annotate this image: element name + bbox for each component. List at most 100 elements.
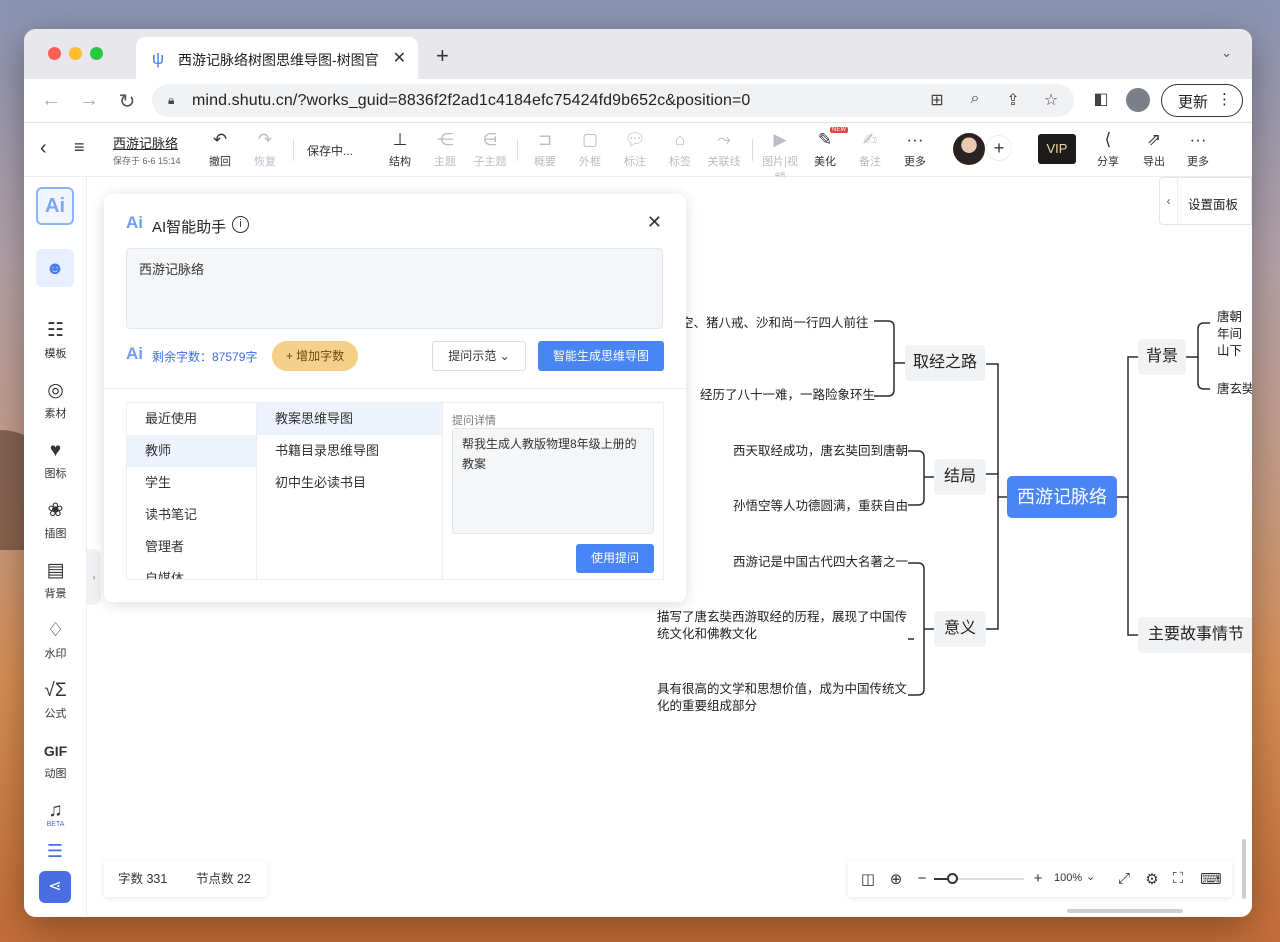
profile-avatar[interactable] — [1126, 88, 1150, 112]
beautify-button[interactable]: ✎美化 NEW — [805, 127, 848, 169]
fullscreen-icon[interactable]: ⛶ — [1172, 870, 1184, 887]
topic-node-main-plot[interactable]: 主要故事情节 — [1138, 617, 1252, 653]
summary-button[interactable]: ⊐概要 — [525, 129, 565, 169]
new-tab-button[interactable]: + — [436, 43, 449, 68]
leaf-node[interactable]: 唐朝年间山下 — [1217, 310, 1243, 358]
callout-button[interactable]: 💬︎标注 — [615, 129, 655, 169]
topic-node-significance[interactable]: 意义 — [934, 611, 986, 647]
subtopic-button[interactable]: ⋳子主题 — [470, 129, 510, 169]
zoom-slider[interactable] — [934, 873, 1024, 884]
zoom-icon[interactable]: ⌕ — [970, 90, 980, 107]
back-chevron-icon[interactable]: ‹ — [40, 137, 47, 159]
leaf-node[interactable]: 西天取经成功，唐玄奘回到唐朝 — [733, 444, 909, 458]
translate-icon[interactable]: ⊞ — [930, 92, 944, 109]
back-icon[interactable]: ← — [41, 89, 61, 111]
root-node[interactable]: 西游记脉络 — [1007, 476, 1117, 518]
topic-node-background[interactable]: 背景 — [1138, 339, 1186, 375]
reload-icon[interactable]: ↻ — [118, 91, 136, 113]
settings-panel-tab[interactable]: ‹ 设置面板 — [1159, 177, 1252, 226]
zoom-in-icon[interactable]: + — [1033, 870, 1043, 887]
close-icon[interactable]: ✕ — [646, 212, 662, 232]
leaf-node[interactable]: 孙悟空等人功德圆满，重获自由 — [733, 499, 909, 513]
sidebar-item-templates[interactable]: ☷模板 — [24, 319, 87, 361]
category-item[interactable]: 教师 — [127, 435, 256, 467]
sidebar-item-icons[interactable]: ♥图标 — [24, 439, 87, 481]
zoom-out-icon[interactable]: − — [917, 870, 927, 887]
generate-mindmap-button[interactable]: 智能生成思维导图 — [538, 341, 664, 371]
template-item[interactable]: 教案思维导图 — [257, 403, 442, 435]
leaf-node[interactable]: 孙悟空、猪八戒、沙和尚一行四人前往 — [656, 316, 869, 330]
info-icon[interactable]: i — [232, 216, 249, 233]
forward-icon[interactable]: → — [79, 89, 99, 111]
horizontal-scrollbar[interactable] — [1067, 909, 1183, 913]
leaf-node[interactable]: 经历了八十一难，一路险象环生 — [700, 388, 876, 402]
sidebar-item-background[interactable]: ▤背景 — [24, 559, 87, 601]
panel-collapse-handle[interactable]: › — [87, 549, 101, 605]
use-prompt-button[interactable]: 使用提问 — [576, 544, 654, 573]
close-tab-icon[interactable]: ✕ — [392, 50, 406, 67]
leaf-node[interactable]: 西游记是中国古代四大名著之一 — [733, 555, 909, 569]
mindmap-view-icon[interactable]: ⋖ — [39, 871, 71, 903]
sidebar-item-watermark[interactable]: ♢水印 — [24, 619, 87, 661]
leaf-node[interactable]: 具有很高的文学和思想价值，成为中国传统文化的重要组成部分 — [657, 682, 908, 713]
keyboard-icon[interactable]: ⌨ — [1200, 871, 1222, 888]
structure-button[interactable]: ⊥结构 — [380, 129, 420, 169]
topic-node-ending[interactable]: 结局 — [934, 459, 986, 495]
category-item[interactable]: 最近使用 — [145, 411, 198, 426]
chevron-left-icon[interactable]: ‹ — [1160, 178, 1178, 226]
outline-list-icon[interactable]: ☰ — [46, 841, 64, 861]
share-button[interactable]: ⟨分享 — [1088, 129, 1128, 169]
frame-button[interactable]: ▢外框 — [570, 129, 610, 169]
locate-center-icon[interactable]: ⊕ — [889, 871, 903, 888]
menu-dots-icon[interactable]: ⋮ — [1217, 91, 1232, 108]
robot-icon[interactable]: ☻ — [36, 249, 74, 287]
topic-button[interactable]: ⋲主题 — [425, 129, 465, 169]
settings-gear-icon[interactable]: ⚙ — [1145, 871, 1159, 888]
prompt-detail-textarea[interactable]: 帮我生成人教版物理8年级上册的教案 — [452, 428, 654, 534]
fit-screen-icon[interactable]: ⤢ — [1117, 870, 1130, 887]
url-field[interactable]: 🔒︎ mind.shutu.cn/?works_guid=8836f2f2ad1… — [152, 84, 1074, 117]
template-item[interactable]: 书籍目录思维导图 — [275, 443, 380, 458]
remark-button[interactable]: ✍备注 — [850, 129, 890, 169]
vip-button[interactable]: VIP — [1038, 134, 1076, 164]
browser-tab[interactable]: ψ 西游记脉络树图思维导图-树图官 ✕ — [136, 37, 418, 79]
mouse-mode-icon[interactable]: ◫ — [860, 871, 876, 888]
category-item[interactable]: 自媒体 — [145, 571, 185, 580]
undo-button[interactable]: ↶撤回 — [200, 129, 240, 169]
sidebar-toggle-icon[interactable]: ◧ — [1093, 91, 1109, 108]
template-item[interactable]: 初中生必读书目 — [275, 475, 367, 490]
user-avatar[interactable] — [953, 133, 985, 165]
sidebar-item-assets[interactable]: ◎素材 — [24, 379, 87, 421]
zoom-level[interactable]: 100% — [1054, 872, 1083, 884]
tab-list-chevron-icon[interactable]: ⌄ — [1221, 45, 1232, 60]
more-button-right[interactable]: ···更多 — [1178, 129, 1218, 169]
redo-button[interactable]: ↷恢复 — [245, 129, 285, 169]
close-window-button[interactable] — [48, 47, 61, 60]
relation-line-button[interactable]: ⤳关联线 — [704, 129, 744, 169]
chevron-down-icon[interactable]: ⌄ — [1086, 871, 1096, 883]
category-item[interactable]: 管理者 — [145, 539, 185, 554]
vertical-scrollbar[interactable] — [1242, 839, 1246, 899]
leaf-node[interactable]: 描写了唐玄奘西游取经的历程，展现了中国传统文化和佛教文化 — [657, 610, 908, 641]
topic-node-journey[interactable]: 取经之路 — [905, 345, 985, 381]
ai-assistant-button[interactable]: Ai — [36, 187, 74, 225]
zoom-slider-knob[interactable] — [947, 873, 958, 884]
more-button-left[interactable]: ···更多 — [895, 129, 935, 169]
export-button[interactable]: ⇗导出 — [1134, 129, 1174, 169]
leaf-node[interactable]: 唐玄奘 — [1217, 382, 1252, 396]
sidebar-item-illustrations[interactable]: ❀插图 — [24, 499, 87, 541]
category-item[interactable]: 学生 — [145, 475, 172, 490]
hamburger-menu-icon[interactable]: ≡ — [74, 137, 85, 157]
add-words-button[interactable]: + 增加字数 — [272, 341, 358, 371]
document-title[interactable]: 西游记脉络 — [113, 136, 179, 151]
category-item[interactable]: 读书笔记 — [145, 507, 198, 522]
add-collaborator-button[interactable]: + — [986, 135, 1012, 161]
tag-button[interactable]: ⌂标签 — [660, 129, 700, 169]
update-button[interactable]: 更新 ⋮ — [1161, 84, 1243, 117]
share-icon[interactable]: ⇪ — [1006, 92, 1020, 109]
minimize-window-button[interactable] — [69, 47, 82, 60]
maximize-window-button[interactable] — [90, 47, 103, 60]
bookmark-star-icon[interactable]: ☆ — [1043, 92, 1059, 109]
